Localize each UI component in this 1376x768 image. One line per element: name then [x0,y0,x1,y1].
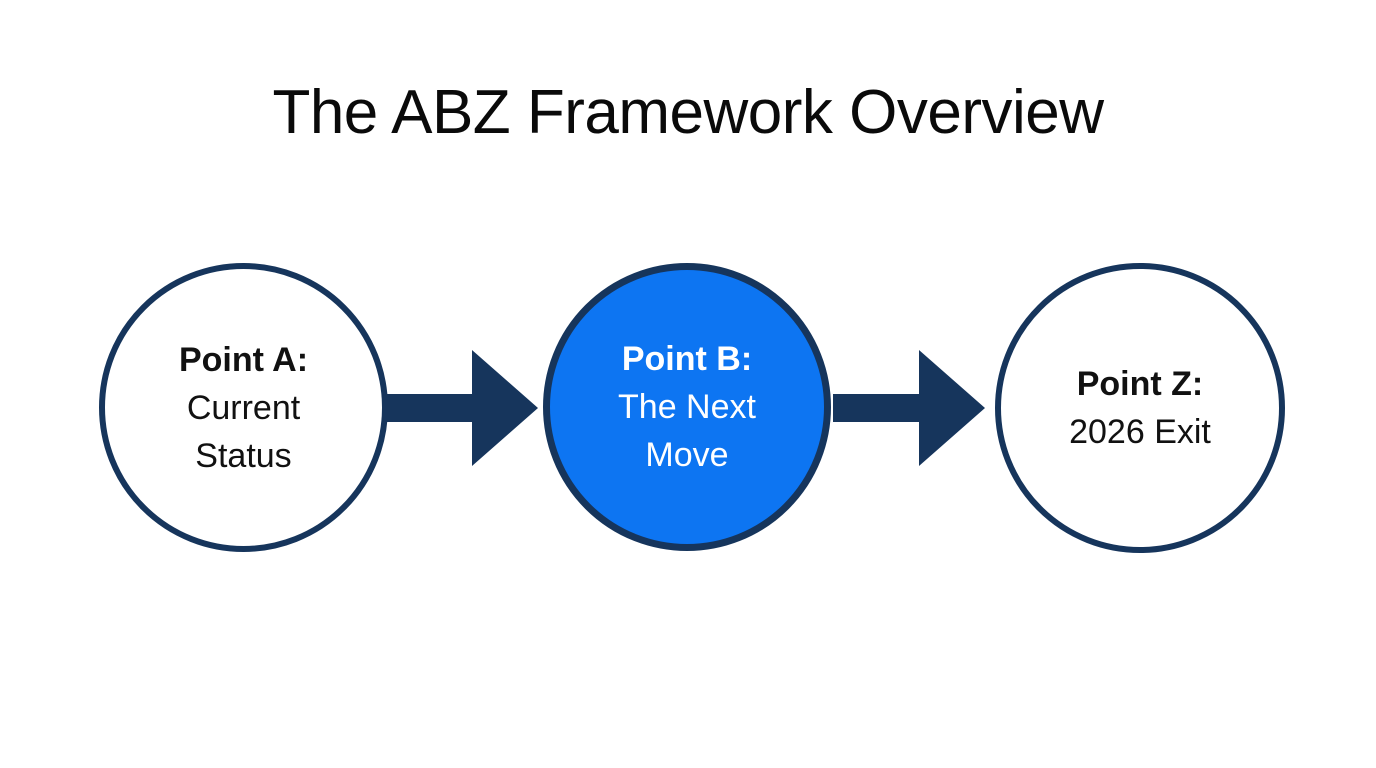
arrow-b-to-z-icon [833,350,985,466]
arrow-a-to-b-icon [386,350,538,466]
node-point-z[interactable]: Point Z: 2026 Exit [995,263,1285,553]
node-point-b-line-1: The Next [618,388,756,426]
node-point-a-line-2: Status [195,436,292,475]
node-point-b[interactable]: Point B: The Next Move [543,263,831,551]
node-point-b-heading: Point B: [621,340,753,378]
page-title: The ABZ Framework Overview [272,78,1104,147]
node-point-a-line-1: Current [186,388,301,427]
node-point-z-heading: Point Z: [1076,365,1204,403]
node-point-b-line-2: Move [645,436,729,474]
node-point-a-heading: Point A: [178,340,309,379]
node-point-z-line-1: 2026 Exit [1069,413,1211,451]
node-point-a[interactable]: Point A: Current Status [99,263,388,552]
